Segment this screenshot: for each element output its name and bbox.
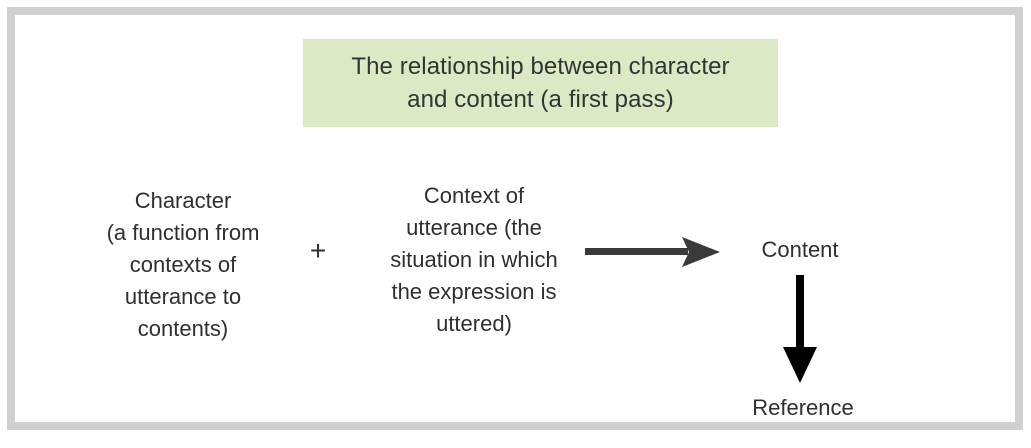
figure-title-text: The relationship between character and c…	[351, 53, 730, 113]
right-arrow-icon	[583, 233, 723, 271]
term-character: Character (a function from contexts of u…	[106, 188, 260, 341]
term-content: Content	[761, 237, 839, 262]
term-reference: Reference	[752, 395, 854, 420]
figure-canvas: The relationship between character and c…	[15, 15, 1015, 422]
figure-title-banner: The relationship between character and c…	[303, 39, 778, 127]
term-context-of-utterance: Context of utterance (the situation in w…	[390, 183, 558, 336]
down-arrow-icon	[777, 273, 823, 385]
plus-operator: +	[309, 235, 327, 266]
